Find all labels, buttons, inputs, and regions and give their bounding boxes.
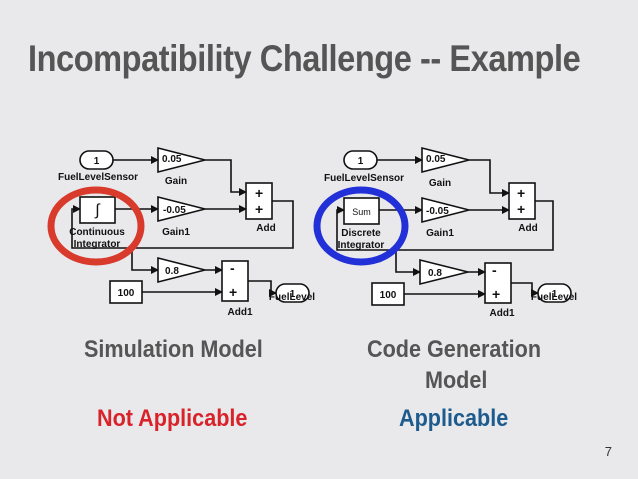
wire-add1-outport xyxy=(248,280,277,297)
constant-value: 100 xyxy=(380,290,397,301)
add-sign-top: + xyxy=(255,185,263,201)
gain1-value: -0.05 xyxy=(163,205,186,216)
add1-sign-top: - xyxy=(230,260,235,276)
outport-label: FuelLevel xyxy=(531,292,577,303)
gain1-label: Gain1 xyxy=(426,228,454,239)
simulation-model-diagram xyxy=(71,146,310,304)
gain-value: 0.05 xyxy=(426,154,446,165)
add-sign-top: + xyxy=(517,185,525,201)
add1-sign-bottom: + xyxy=(492,286,500,302)
gain1-label: Gain1 xyxy=(162,227,190,238)
add1-sign-bottom: + xyxy=(229,284,237,300)
slide-title: Incompatibility Challenge -- Example xyxy=(28,38,581,79)
outport-number: 1 xyxy=(290,289,296,300)
inport-label: FuelLevelSensor xyxy=(58,172,138,183)
gain2-block[interactable] xyxy=(157,256,206,284)
outport-number: 1 xyxy=(552,289,558,300)
code-generation-model-diagram xyxy=(336,146,572,306)
integrator-label-line1: Continuous xyxy=(69,227,125,238)
add-sign-bottom: + xyxy=(255,201,263,217)
gain2-block[interactable] xyxy=(419,258,469,286)
constant-block[interactable] xyxy=(371,282,405,306)
add1-label: Add1 xyxy=(490,308,515,319)
gain-label: Gain xyxy=(429,178,451,189)
add1-block[interactable] xyxy=(484,262,512,304)
add-block[interactable] xyxy=(508,182,536,220)
gain2-value: 0.8 xyxy=(428,268,442,279)
add-block[interactable] xyxy=(245,182,273,220)
discrete-integrator-highlight xyxy=(313,186,409,266)
gain1-value: -0.05 xyxy=(426,206,449,217)
inport-block[interactable] xyxy=(343,150,378,170)
inport-number: 1 xyxy=(358,156,364,167)
integrator-label-line2: Integrator xyxy=(74,239,121,250)
integrator-symbol: ∫ xyxy=(94,202,101,219)
integrator-block[interactable] xyxy=(79,196,116,224)
discrete-integrator-block[interactable] xyxy=(343,197,380,225)
wire-gain-add xyxy=(469,159,510,197)
wire-add1-outport xyxy=(511,282,539,297)
gain-value: 0.05 xyxy=(162,154,182,165)
add1-block[interactable] xyxy=(221,260,249,302)
inport-label: FuelLevelSensor xyxy=(324,173,404,184)
add1-sign-top: - xyxy=(492,262,497,278)
wire-gain-add xyxy=(205,159,247,196)
gain-block[interactable] xyxy=(157,146,206,174)
add-sign-bottom: + xyxy=(517,201,525,217)
add-label: Add xyxy=(256,223,275,234)
gain1-block[interactable] xyxy=(421,196,470,224)
wire-feedback-gain2 xyxy=(395,250,421,276)
gain-block[interactable] xyxy=(421,146,470,174)
page-number: 7 xyxy=(604,444,612,459)
wire-add-feedback xyxy=(71,200,294,249)
applicable-label: Applicable xyxy=(399,405,509,432)
integrator-symbol: Sum xyxy=(352,207,371,217)
outport-block[interactable] xyxy=(537,283,572,303)
continuous-integrator-highlight xyxy=(47,186,145,266)
gain2-value: 0.8 xyxy=(165,266,179,277)
add-label: Add xyxy=(518,223,537,234)
not-applicable-label: Not Applicable xyxy=(97,405,248,432)
add1-label: Add1 xyxy=(228,307,253,318)
integrator-label-line1: Discrete xyxy=(341,228,381,239)
wire-add-feedback xyxy=(336,200,554,251)
code-generation-caption-line1: Code Generation xyxy=(367,336,542,363)
constant-block[interactable] xyxy=(109,280,143,304)
inport-block[interactable] xyxy=(79,150,114,170)
code-generation-caption-line2: Model xyxy=(425,367,488,394)
gain-label: Gain xyxy=(165,176,187,187)
integrator-label-line2: Integrator xyxy=(338,240,385,251)
outport-label: FuelLevel xyxy=(269,292,315,303)
gain1-block[interactable] xyxy=(157,195,206,223)
constant-value: 100 xyxy=(118,288,135,299)
simulation-model-caption: Simulation Model xyxy=(84,336,263,363)
outport-block[interactable] xyxy=(275,283,310,303)
inport-number: 1 xyxy=(94,156,100,167)
wire-feedback-gain2 xyxy=(131,248,159,274)
